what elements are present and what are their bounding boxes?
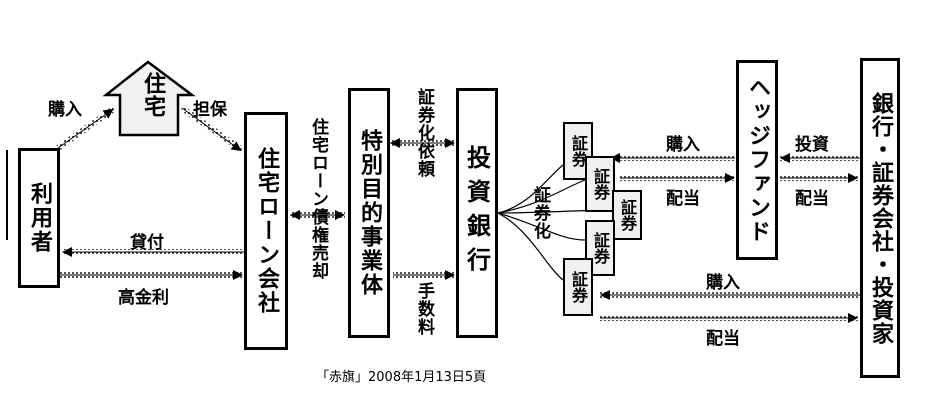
label-loan-claim-sale: 住宅ローン債権売却 [308, 118, 328, 280]
banks-investors-label: 銀行・証券会社・投資家 [868, 91, 893, 345]
left-edge-mark [0, 150, 8, 240]
investment-bank-box: 投資銀行 [456, 88, 498, 338]
investment-bank-label: 投資銀行 [462, 145, 491, 281]
spv-label: 特別目的事業体 [357, 129, 382, 297]
label-bank-dividend: 配当 [706, 329, 740, 349]
label-hf-purchase: 購入 [666, 135, 700, 155]
hedge-fund-box: ヘッジファンド [736, 60, 778, 260]
label-collateral: 担保 [193, 100, 227, 120]
label-loan: 貸付 [130, 233, 164, 253]
label-investment: 投資 [795, 135, 829, 155]
label-hf-dividend: 配当 [666, 189, 700, 209]
hedge-fund-label: ヘッジファンド [745, 76, 770, 244]
label-bank-purchase: 購入 [706, 273, 740, 293]
label-high-interest: 高金利 [118, 288, 169, 308]
label-fee: 手数料 [414, 282, 434, 336]
mortgage-company-label: 住宅ローン会社 [254, 147, 279, 315]
label-securitization: 証券化 [530, 186, 550, 240]
label-purchase: 購入 [48, 100, 82, 120]
label-inv-dividend: 配当 [795, 189, 829, 209]
security-box-3: 証券 [612, 190, 642, 240]
security-box-2: 証券 [585, 156, 615, 212]
mortgage-company-box: 住宅ローン会社 [244, 112, 288, 350]
user-label: 利用者 [27, 182, 52, 254]
spv-box: 特別目的事業体 [348, 88, 390, 338]
security-box-5: 証券 [563, 258, 593, 316]
house-label: 住宅 [140, 72, 165, 118]
source-caption: 「赤旗」2008年1月13日5頁 [316, 370, 487, 385]
banks-investors-box: 銀行・証券会社・投資家 [860, 58, 900, 378]
house-shape [102, 60, 196, 137]
security-box-1: 証券 [563, 122, 593, 180]
user-box: 利用者 [18, 148, 60, 288]
security-box-4: 証券 [585, 220, 615, 276]
label-securitization-request: 証券化依頼 [414, 88, 434, 178]
